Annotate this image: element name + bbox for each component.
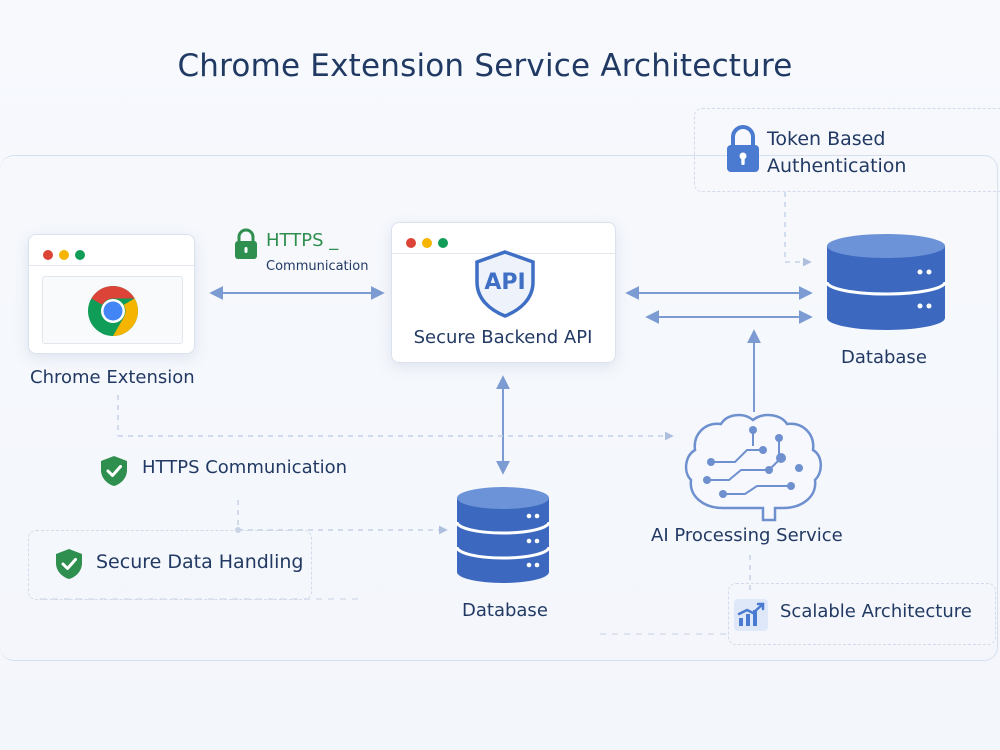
shield-check-icon [101,456,127,486]
https-top-sublabel: Communication [266,259,369,274]
chrome-extension-window [28,234,195,354]
window-dot-yellow [59,250,69,260]
database-center-icon [455,487,551,583]
window-controls [43,245,91,264]
https-top-label: HTTPS _ [266,230,339,251]
architecture-frame [0,155,998,661]
window-content [42,276,183,344]
database-right-icon [825,234,947,330]
page-title: Chrome Extension Service Architecture [177,48,793,84]
shield-icon [475,250,535,318]
scalable-box [728,583,996,645]
secure-data-box [28,530,312,600]
window-dot-yellow [422,238,432,248]
database-right-label: Database [841,347,927,368]
brain-icon [684,413,822,522]
token-auth-line2: Authentication [767,155,907,177]
database-center-label: Database [462,600,548,621]
lock-icon [235,228,257,259]
backend-api-label: Secure Backend API [413,327,593,348]
window-controls [406,233,454,252]
scalable-label: Scalable Architecture [780,601,972,622]
window-dot-red [43,250,53,260]
token-auth-box [694,108,1000,192]
window-dot-green [438,238,448,248]
chrome-logo-icon [88,286,138,336]
api-badge: API [484,270,526,295]
backend-api-window: API Secure Backend API [391,222,616,363]
padlock-icon [727,125,759,172]
shield-check-icon [56,549,82,579]
secure-data-label: Secure Data Handling [96,551,304,573]
https-communication-label: HTTPS Communication [142,457,348,478]
growth-chart-icon [734,599,768,631]
chrome-extension-label: Chrome Extension [30,367,195,388]
window-dot-red [406,238,416,248]
token-auth-line1: Token Based [767,128,886,150]
window-titlebar-divider [29,265,194,266]
ai-service-label: AI Processing Service [651,525,843,546]
window-dot-green [75,250,85,260]
